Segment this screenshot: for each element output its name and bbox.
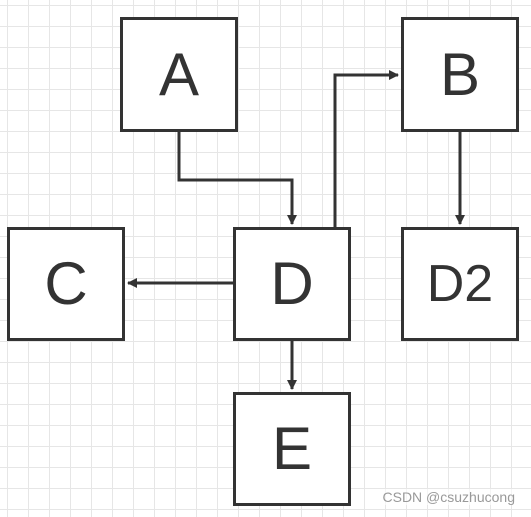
node-c-label: C bbox=[44, 250, 88, 317]
node-d-label: D bbox=[270, 250, 314, 317]
edge-a-to-d bbox=[177, 132, 297, 225]
node-d2[interactable]: D2 bbox=[401, 227, 519, 341]
watermark: CSDN @csuzhucong bbox=[380, 489, 517, 505]
node-d2-label: D2 bbox=[426, 255, 494, 313]
node-d[interactable]: D bbox=[233, 227, 351, 341]
node-b[interactable]: B bbox=[401, 17, 519, 132]
node-e-label: E bbox=[271, 415, 313, 482]
edge-d-to-b bbox=[333, 70, 399, 227]
node-a[interactable]: A bbox=[120, 17, 238, 132]
node-b-label: B bbox=[439, 40, 481, 108]
node-c[interactable]: C bbox=[7, 227, 125, 341]
node-e[interactable]: E bbox=[233, 392, 351, 506]
node-a-label: A bbox=[158, 40, 200, 108]
